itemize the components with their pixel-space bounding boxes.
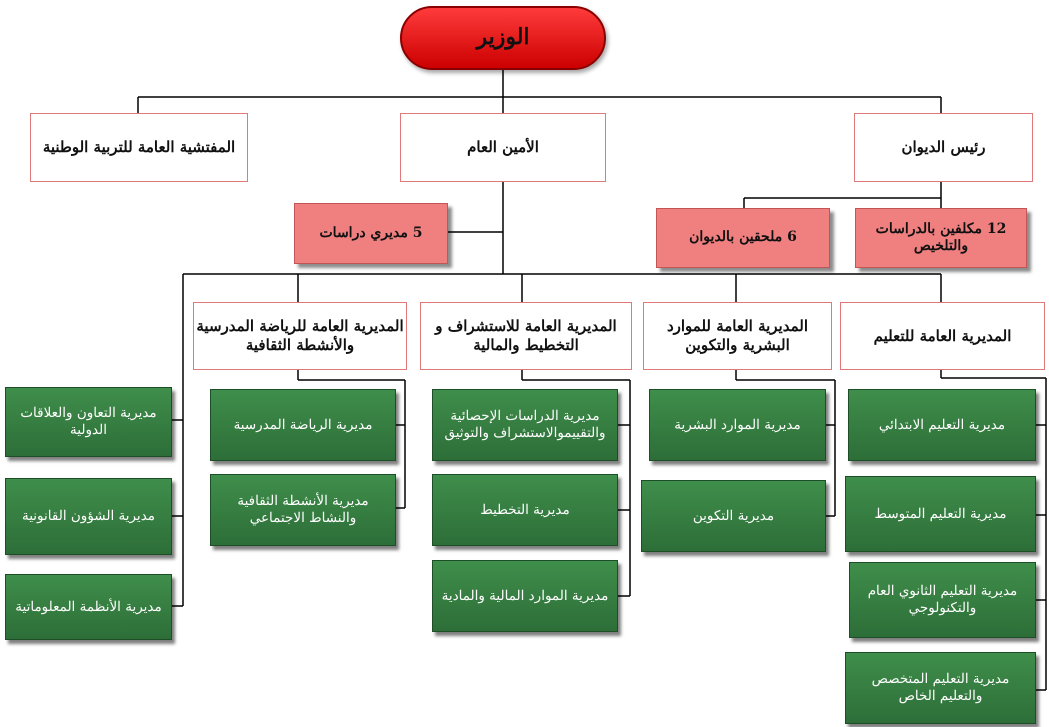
- directorate-cooperation-node: مديرية التعاون والعلاقات الدولية: [5, 387, 172, 457]
- directorate-cultural-activities-node: مديرية الأنشطة الثقافية والنشاط الاجتماع…: [210, 474, 396, 546]
- minister-label: الوزير: [476, 24, 530, 51]
- directorate-label: مديرية التعليم الثانوي العام والتكنولوجي: [867, 583, 1018, 616]
- gd-planning-finance-node: المديرية العامة للاستشراف و التخطيط والم…: [420, 302, 632, 370]
- gd-hr-training-label: المديرية العامة للموارد البشرية والتكوين: [666, 317, 809, 354]
- gd-hr-training-node: المديرية العامة للموارد البشرية والتكوين: [643, 302, 832, 370]
- cabinet-attaches-label: 6 ملحقين بالديوان: [689, 229, 797, 246]
- directorate-specialized-education-node: مديرية التعليم المتخصص والتعليم الخاص: [845, 652, 1036, 724]
- directorate-label: مديرية الموارد البشرية: [674, 416, 801, 433]
- directorate-middle-education-node: مديرية التعليم المتوسط: [845, 476, 1036, 552]
- directorate-training-node: مديرية التكوين: [641, 480, 826, 552]
- directorate-label: مديرية الأنشطة الثقافية والنشاط الاجتماع…: [237, 493, 369, 526]
- directorate-label: مديرية الشؤون القانونية: [21, 508, 156, 525]
- secretary-general-label: الأمين العام: [467, 138, 539, 157]
- cabinet-attaches-node: 6 ملحقين بالديوان: [656, 208, 830, 268]
- directorate-planning-node: مديرية التخطيط: [432, 474, 618, 546]
- inspectorate-label: المفتشية العامة للتربية الوطنية: [42, 138, 236, 157]
- directorate-financial-resources-node: مديرية الموارد المالية والمادية: [432, 560, 618, 632]
- directorate-label: مديرية الموارد المالية والمادية: [441, 587, 609, 604]
- secretary-general-node: الأمين العام: [400, 113, 606, 182]
- directorate-label: مديرية الأنظمة المعلوماتية: [15, 598, 162, 615]
- minister-node: الوزير: [400, 6, 606, 70]
- directorate-label: مديرية الدراسات الإحصائية والتقييموالاست…: [444, 408, 606, 441]
- studies-directors-label: 5 مديري دراسات: [319, 224, 423, 241]
- directorate-primary-education-node: مديرية التعليم الابتدائي: [848, 389, 1036, 461]
- directorate-secondary-education-node: مديرية التعليم الثانوي العام والتكنولوجي: [849, 562, 1036, 638]
- gd-education-label: المديرية العامة للتعليم: [873, 326, 1012, 345]
- directorate-school-sports-node: مديرية الرياضة المدرسية: [210, 389, 396, 461]
- gd-sports-culture-node: المديرية العامة للرياضة المدرسية والأنشط…: [193, 302, 407, 370]
- directorate-information-systems-node: مديرية الأنظمة المعلوماتية: [5, 574, 172, 640]
- directorate-label: مديرية التعليم المتوسط: [874, 505, 1007, 522]
- gd-sports-culture-label: المديرية العامة للرياضة المدرسية والأنشط…: [196, 317, 404, 354]
- studies-officers-label: 12 مكلفين بالدراسات والتلخيص: [875, 220, 1007, 255]
- directorate-statistics-node: مديرية الدراسات الإحصائية والتقييموالاست…: [432, 389, 618, 461]
- gd-planning-finance-label: المديرية العامة للاستشراف و التخطيط والم…: [435, 317, 617, 354]
- directorate-label: مديرية التخطيط: [480, 501, 570, 518]
- directorate-legal-node: مديرية الشؤون القانونية: [5, 478, 172, 555]
- directorate-human-resources-node: مديرية الموارد البشرية: [649, 389, 826, 461]
- directorate-label: مديرية التكوين: [692, 507, 775, 524]
- studies-directors-node: 5 مديري دراسات: [294, 203, 448, 264]
- directorate-label: مديرية الرياضة المدرسية: [233, 416, 373, 433]
- directorate-label: مديرية التعاون والعلاقات الدولية: [20, 405, 157, 438]
- directorate-label: مديرية التعليم الابتدائي: [878, 416, 1006, 433]
- gd-education-node: المديرية العامة للتعليم: [840, 302, 1045, 370]
- studies-officers-node: 12 مكلفين بالدراسات والتلخيص: [855, 208, 1027, 268]
- chief-of-staff-node: رئيس الديوان: [854, 113, 1033, 182]
- chief-of-staff-label: رئيس الديوان: [901, 138, 986, 157]
- inspectorate-node: المفتشية العامة للتربية الوطنية: [30, 113, 248, 182]
- directorate-label: مديرية التعليم المتخصص والتعليم الخاص: [871, 671, 1010, 704]
